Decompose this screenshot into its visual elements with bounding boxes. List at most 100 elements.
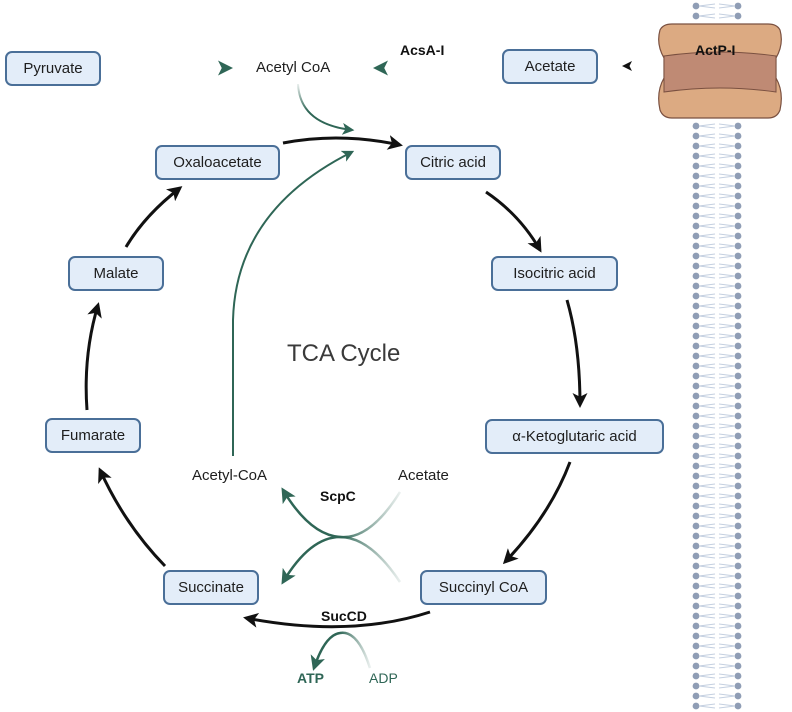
succinate-to-fumarate-arrow bbox=[98, 467, 167, 568]
lipid-tail bbox=[718, 483, 736, 487]
lipid-tail bbox=[698, 665, 716, 669]
lipid-tail bbox=[718, 145, 736, 149]
lipid-tail bbox=[698, 555, 716, 559]
lipid-tail bbox=[718, 123, 736, 127]
lipid-tail bbox=[718, 683, 736, 687]
lipid-tail bbox=[718, 343, 736, 347]
lipid-head bbox=[692, 512, 700, 520]
lipid-tail bbox=[698, 123, 716, 127]
lipid-tail bbox=[718, 263, 736, 267]
node-isocitric-acid: Isocitric acid bbox=[491, 256, 618, 291]
lipid-tail bbox=[718, 433, 736, 437]
lipid-tail bbox=[718, 613, 736, 617]
lipid-tail bbox=[718, 215, 736, 219]
lipid-tail bbox=[718, 525, 736, 529]
lipid-tail bbox=[698, 245, 716, 249]
lipid-tail bbox=[698, 595, 716, 599]
lipid-tail bbox=[698, 163, 716, 167]
lipid-tail bbox=[718, 623, 736, 627]
lipid-head bbox=[734, 392, 742, 400]
lipid-tail bbox=[698, 543, 716, 547]
lipid-head bbox=[692, 482, 700, 490]
lipid-tail bbox=[718, 305, 736, 309]
enzyme-succd: SucCD bbox=[321, 608, 367, 624]
lipid-tail bbox=[698, 265, 716, 269]
lipid-tail bbox=[698, 283, 716, 287]
lipid-tail bbox=[718, 253, 736, 257]
lipid-tail bbox=[718, 143, 736, 147]
lipid-tail bbox=[698, 185, 716, 189]
lipid-head bbox=[692, 382, 700, 390]
lipid-tail bbox=[718, 383, 736, 387]
actp-transporter bbox=[658, 23, 782, 119]
lipid-tail bbox=[698, 515, 716, 519]
lipid-head bbox=[734, 442, 742, 450]
lipid-head bbox=[734, 682, 742, 690]
lipid-tail bbox=[698, 195, 716, 199]
lipid-tail bbox=[718, 633, 736, 637]
lipid-tail bbox=[698, 573, 716, 577]
lipid-head bbox=[734, 452, 742, 460]
lipid-tail bbox=[698, 215, 716, 219]
lipid-tail bbox=[718, 693, 736, 697]
lipid-head bbox=[734, 372, 742, 380]
lipid-head bbox=[692, 692, 700, 700]
lipid-tail bbox=[718, 703, 736, 707]
lipid-tail bbox=[718, 563, 736, 567]
lipid-head bbox=[692, 432, 700, 440]
lipid-head bbox=[734, 132, 742, 140]
lipid-tail bbox=[698, 435, 716, 439]
lipid-tail bbox=[698, 5, 716, 9]
lipid-tail bbox=[718, 265, 736, 269]
lipid-head bbox=[692, 662, 700, 670]
lipid-head bbox=[692, 372, 700, 380]
lipid-tail bbox=[698, 425, 716, 429]
lipid-head bbox=[734, 292, 742, 300]
scpc-succinylcoa-to-succinate-arrow bbox=[281, 535, 402, 585]
lipid-head bbox=[692, 332, 700, 340]
lipid-tail bbox=[698, 603, 716, 607]
lipid-tail bbox=[718, 593, 736, 597]
lipid-head bbox=[734, 632, 742, 640]
lipid-head bbox=[692, 602, 700, 610]
lipid-tail bbox=[718, 363, 736, 367]
lipid-tail bbox=[698, 705, 716, 709]
lipid-tail bbox=[718, 195, 736, 199]
lipid-tail bbox=[698, 235, 716, 239]
lipid-tail bbox=[718, 403, 736, 407]
lipid-head bbox=[734, 672, 742, 680]
label-atp: ATP bbox=[297, 670, 324, 686]
lipid-head bbox=[692, 312, 700, 320]
lipid-tail bbox=[698, 233, 716, 237]
lipid-tail bbox=[698, 535, 716, 539]
lipid-tail bbox=[718, 643, 736, 647]
lipid-tail bbox=[698, 363, 716, 367]
lipid-tail bbox=[718, 595, 736, 599]
lipid-tail bbox=[718, 313, 736, 317]
lipid-tail bbox=[698, 503, 716, 507]
lipid-tail bbox=[698, 553, 716, 557]
lipid-tail bbox=[718, 625, 736, 629]
lipid-tail bbox=[698, 415, 716, 419]
lipid-head bbox=[692, 532, 700, 540]
lipid-tail bbox=[718, 515, 736, 519]
lipid-head bbox=[692, 262, 700, 270]
lipid-tail bbox=[718, 193, 736, 197]
lipid-tail bbox=[718, 423, 736, 427]
lipid-tail bbox=[718, 375, 736, 379]
lipid-head bbox=[734, 652, 742, 660]
lipid-tail bbox=[698, 193, 716, 197]
lipid-head bbox=[734, 592, 742, 600]
lipid-tail bbox=[698, 433, 716, 437]
lipid-tail bbox=[698, 693, 716, 697]
lipid-head bbox=[734, 412, 742, 420]
lipid-head bbox=[734, 462, 742, 470]
lipid-tail bbox=[698, 583, 716, 587]
lipid-head bbox=[692, 272, 700, 280]
lipid-head bbox=[734, 162, 742, 170]
lipid-tail bbox=[698, 443, 716, 447]
lipid-head bbox=[692, 12, 700, 20]
succd-adp-to-atp-arrow bbox=[310, 631, 372, 671]
lipid-tail bbox=[698, 695, 716, 699]
label-acetate-inner: Acetate bbox=[398, 467, 449, 484]
